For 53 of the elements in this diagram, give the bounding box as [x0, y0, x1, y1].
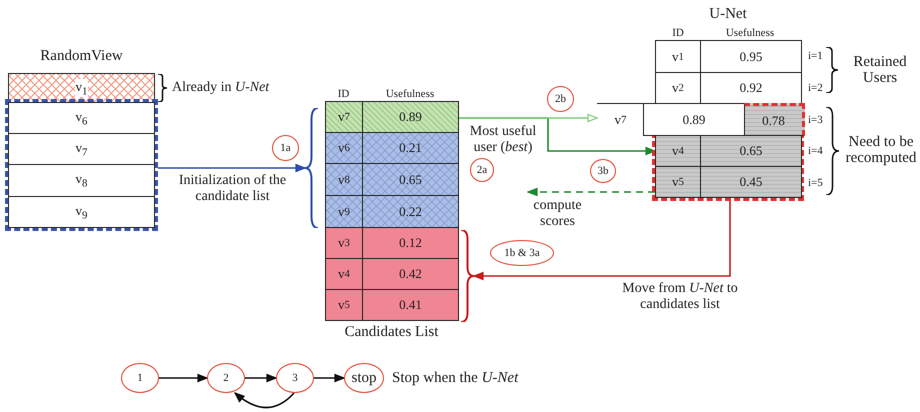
step-circle: 3b [590, 159, 616, 183]
arrow [158, 164, 306, 172]
table-row: v$_{9}$ [8, 196, 155, 228]
annotation: Need to be recomputed [844, 134, 918, 166]
column-header: ID [336, 87, 350, 102]
table-title: U-Net [708, 5, 748, 24]
table-row: v$_{6}$ [8, 102, 155, 134]
annotation: Already in U-Net [172, 80, 270, 96]
arrow [458, 114, 598, 122]
annotation: Retained Users [852, 54, 908, 86]
step-circle: stop [344, 363, 384, 393]
curly-brace [461, 230, 474, 322]
curly-brace [305, 108, 318, 228]
table-row: v$_{8}$ [8, 164, 155, 197]
column-header: Usefulness [384, 87, 436, 102]
table-cell: 0.12 [362, 227, 459, 259]
table-cell: 0.65 [700, 135, 802, 167]
table-cell: 0.45 [700, 166, 802, 198]
table-cell: 0.22 [362, 195, 459, 228]
row-index: i=4 [808, 144, 823, 159]
step-circle: 2a [470, 158, 494, 182]
arrow [234, 392, 295, 408]
step-circle: 2 [207, 363, 245, 393]
table-title: Candidates List [344, 323, 440, 342]
table-cell: 0.78 [744, 103, 805, 136]
table-cell: 0.21 [362, 132, 459, 164]
row-index: i=3 [808, 113, 823, 128]
step-ellipse: 1b & 3a [490, 240, 554, 266]
dashed-outline [5, 99, 158, 231]
row-index: i=1 [808, 49, 823, 64]
table-title: RandomView [39, 47, 124, 66]
table-cell: 0.41 [362, 289, 459, 321]
arrow [314, 374, 345, 382]
arrow [245, 374, 277, 382]
row-index: i=2 [808, 81, 823, 96]
table-cell: 0.89 [362, 101, 459, 133]
step-circle: 2b [547, 86, 574, 112]
arrow [527, 188, 655, 196]
annotation: Stop when the U-Net [392, 370, 518, 386]
column-header: ID [671, 26, 685, 41]
step-circle: 3 [276, 363, 314, 393]
table-cell: 0.89 [643, 103, 745, 136]
column-header: Usefulness [724, 26, 776, 41]
arrow [473, 201, 731, 280]
step-circle: 1 [121, 363, 159, 393]
table-row: v$_{1}$ [8, 73, 155, 103]
table-cell: 0.65 [362, 163, 459, 196]
table-cell: 0.95 [700, 40, 802, 73]
step-circle: 1a [272, 135, 299, 161]
table-row: v$_{7}$ [8, 133, 155, 165]
row-index: i=5 [808, 176, 823, 191]
table-cell: 0.42 [362, 258, 459, 290]
arrow [159, 374, 208, 382]
